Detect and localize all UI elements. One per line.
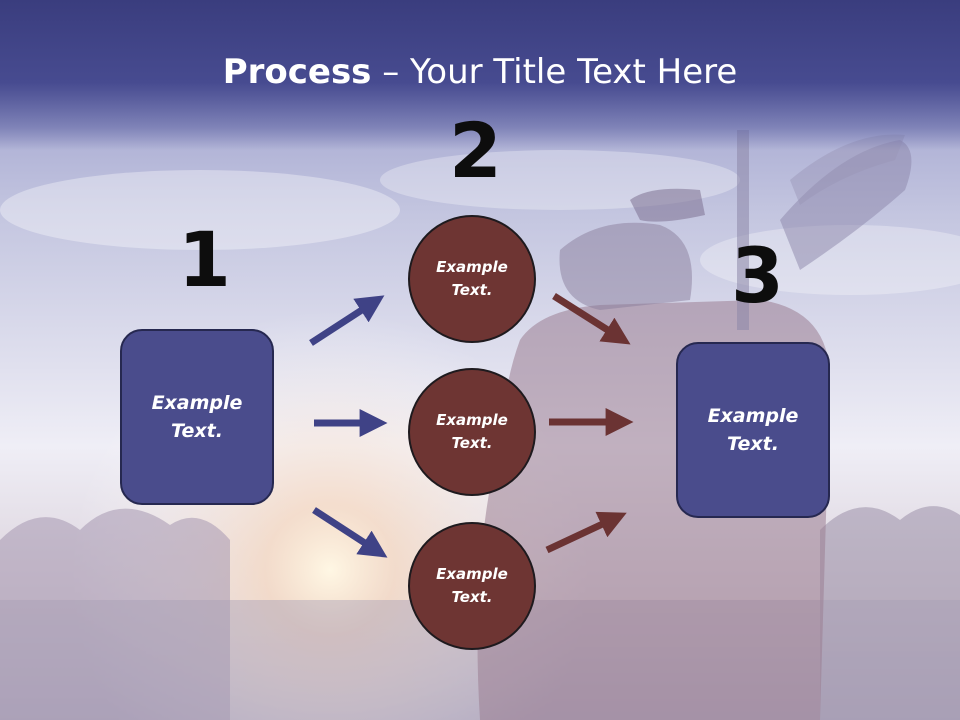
step-number-3: 3 [731,231,784,320]
step-3-label-line1: Example [707,404,799,427]
circle-top-label-line2: Text. [451,281,493,299]
arrow-1-to-bottom [312,507,388,558]
step-number-2: 2 [449,106,502,195]
title-bold: Process [222,52,372,92]
step-2-circle-top[interactable]: Example Text. [408,215,536,343]
circle-bottom-label-line2: Text. [451,588,493,606]
step-2-circle-bottom[interactable]: Example Text. [408,522,536,650]
circle-middle-label-line2: Text. [451,434,493,452]
arrow-top-to-3 [552,293,631,345]
step-number-1: 1 [178,215,231,304]
step-1-label-line2: Text. [171,420,223,442]
page-title: Process – Your Title Text Here [0,52,960,92]
step-3-box[interactable]: Example Text. [676,342,830,518]
step-3-label-line2: Text. [727,433,779,455]
title-band [0,0,960,150]
circle-bottom-label-line1: Example [436,564,508,583]
step-1-box[interactable]: Example Text. [120,329,274,505]
circle-middle-label-line1: Example [436,410,508,429]
arrow-1-to-top [309,295,385,346]
step-1-label-line1: Example [151,391,243,414]
arrow-bottom-to-3 [545,511,627,554]
circle-top-label-line1: Example [436,257,508,276]
step-2-circle-middle[interactable]: Example Text. [408,368,536,496]
title-rest: – Your Title Text Here [371,52,738,92]
